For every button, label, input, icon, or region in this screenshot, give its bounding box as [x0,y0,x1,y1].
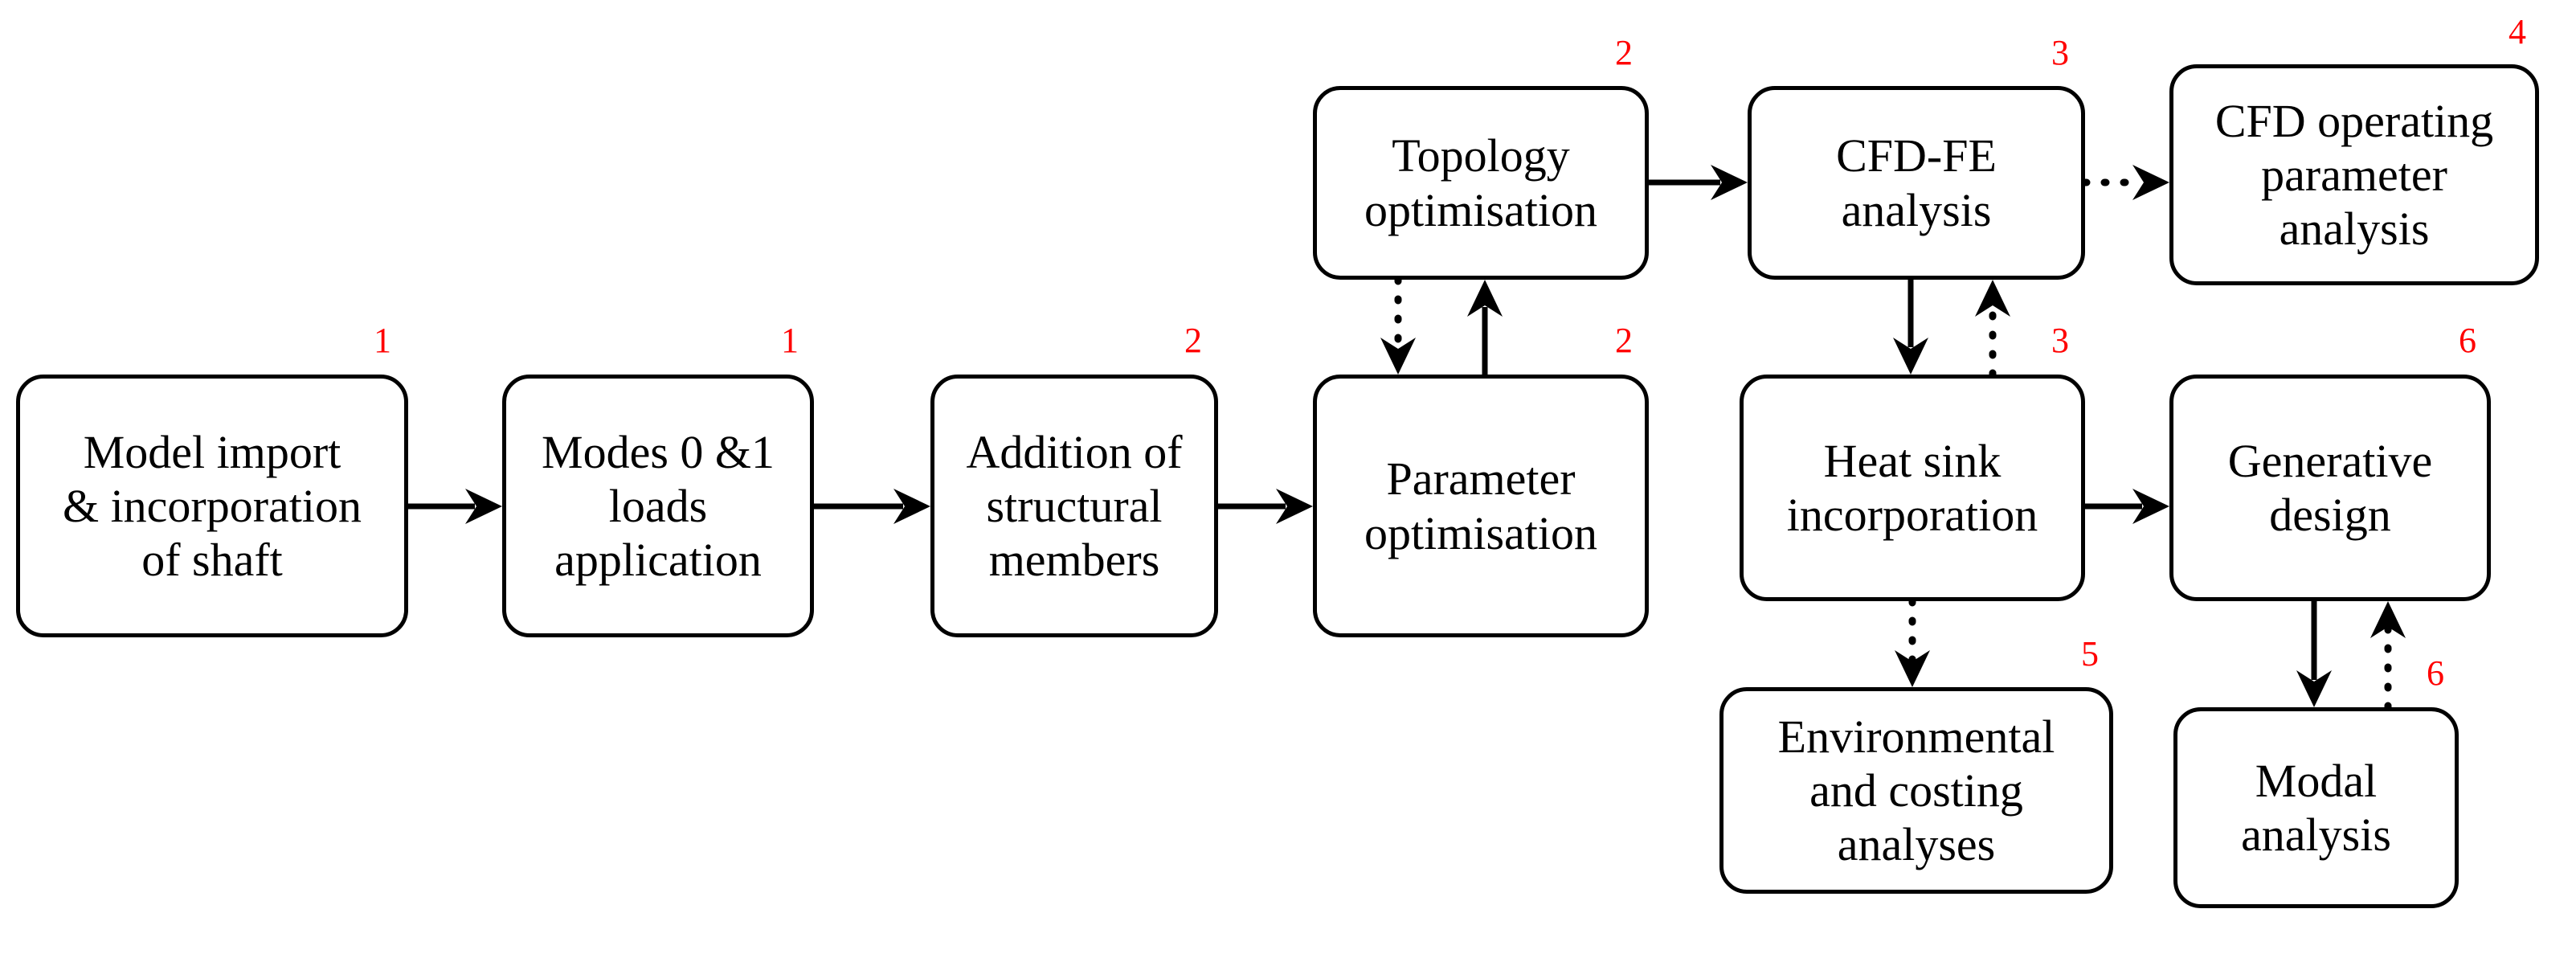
step-number-modal-analysis: 6 [2427,653,2444,693]
node-cfd-operating-parameter[interactable]: CFD operating parameter analysis [2169,64,2539,285]
node-topology-optimisation[interactable]: Topology optimisation [1313,86,1649,280]
step-number-topology-optimisation: 2 [1615,33,1633,72]
step-number-cfd-operating-parameter: 4 [2509,12,2526,51]
edge-e9-heat-sink-to-cfd-fe-analysis [1975,280,2010,379]
node-label-modal-analysis: Modal analysis [2241,754,2391,861]
node-modal-analysis[interactable]: Modal analysis [2173,707,2459,908]
node-label-environmental-costing: Environmental and costing analyses [1777,710,2055,871]
node-label-modes-loads: Modes 0 &1 loads application [542,425,775,587]
edge-e10-heat-sink-to-generative-design [2085,489,2169,524]
edge-e11-heat-sink-to-environmental-costing [1895,597,1930,687]
edge-e8-cfd-fe-analysis-to-heat-sink [1893,280,1928,375]
edge-e12-generative-design-to-modal-analysis [2296,601,2332,707]
edge-e13-modal-analysis-to-generative-design [2370,601,2406,711]
step-number-environmental-costing: 5 [2081,634,2099,674]
node-modes-loads[interactable]: Modes 0 &1 loads application [502,375,814,637]
node-label-topology-optimisation: Topology optimisation [1364,129,1597,236]
step-number-heat-sink: 3 [2051,321,2069,360]
node-label-structural-members: Addition of structural members [966,425,1183,587]
node-environmental-costing[interactable]: Environmental and costing analyses [1719,687,2113,894]
edge-e7-cfd-fe-analysis-to-cfd-operating-parameter [2081,165,2169,200]
step-number-parameter-optimisation: 2 [1615,321,1633,360]
node-label-heat-sink: Heat sink incorporation [1786,434,2038,541]
node-parameter-optimisation[interactable]: Parameter optimisation [1313,375,1649,637]
node-generative-design[interactable]: Generative design [2169,375,2491,601]
edge-e1-model-import-to-modes-loads [408,489,502,524]
step-number-cfd-fe-analysis: 3 [2051,33,2069,72]
edge-e5-parameter-optimisation-to-topology-optimisation [1467,280,1503,375]
node-label-generative-design: Generative design [2227,434,2433,541]
node-label-model-import: Model import & incorporation of shaft [62,425,362,587]
edge-e6-topology-optimisation-to-cfd-fe-analysis [1649,165,1748,200]
node-heat-sink[interactable]: Heat sink incorporation [1740,375,2085,601]
step-number-model-import: 1 [374,321,391,360]
node-structural-members[interactable]: Addition of structural members [930,375,1218,637]
step-number-modes-loads: 1 [781,321,799,360]
node-model-import[interactable]: Model import & incorporation of shaft [16,375,408,637]
node-cfd-fe-analysis[interactable]: CFD-FE analysis [1748,86,2085,280]
edge-e4-topology-optimisation-to-parameter-optimisation [1380,276,1416,375]
node-label-cfd-fe-analysis: CFD-FE analysis [1836,129,1997,236]
node-label-parameter-optimisation: Parameter optimisation [1364,452,1597,559]
edge-e2-modes-loads-to-structural-members [814,489,930,524]
node-label-cfd-operating-parameter: CFD operating parameter analysis [2214,94,2494,256]
step-number-generative-design: 6 [2459,321,2476,360]
edge-e3-structural-members-to-parameter-optimisation [1218,489,1313,524]
step-number-structural-members: 2 [1184,321,1202,360]
